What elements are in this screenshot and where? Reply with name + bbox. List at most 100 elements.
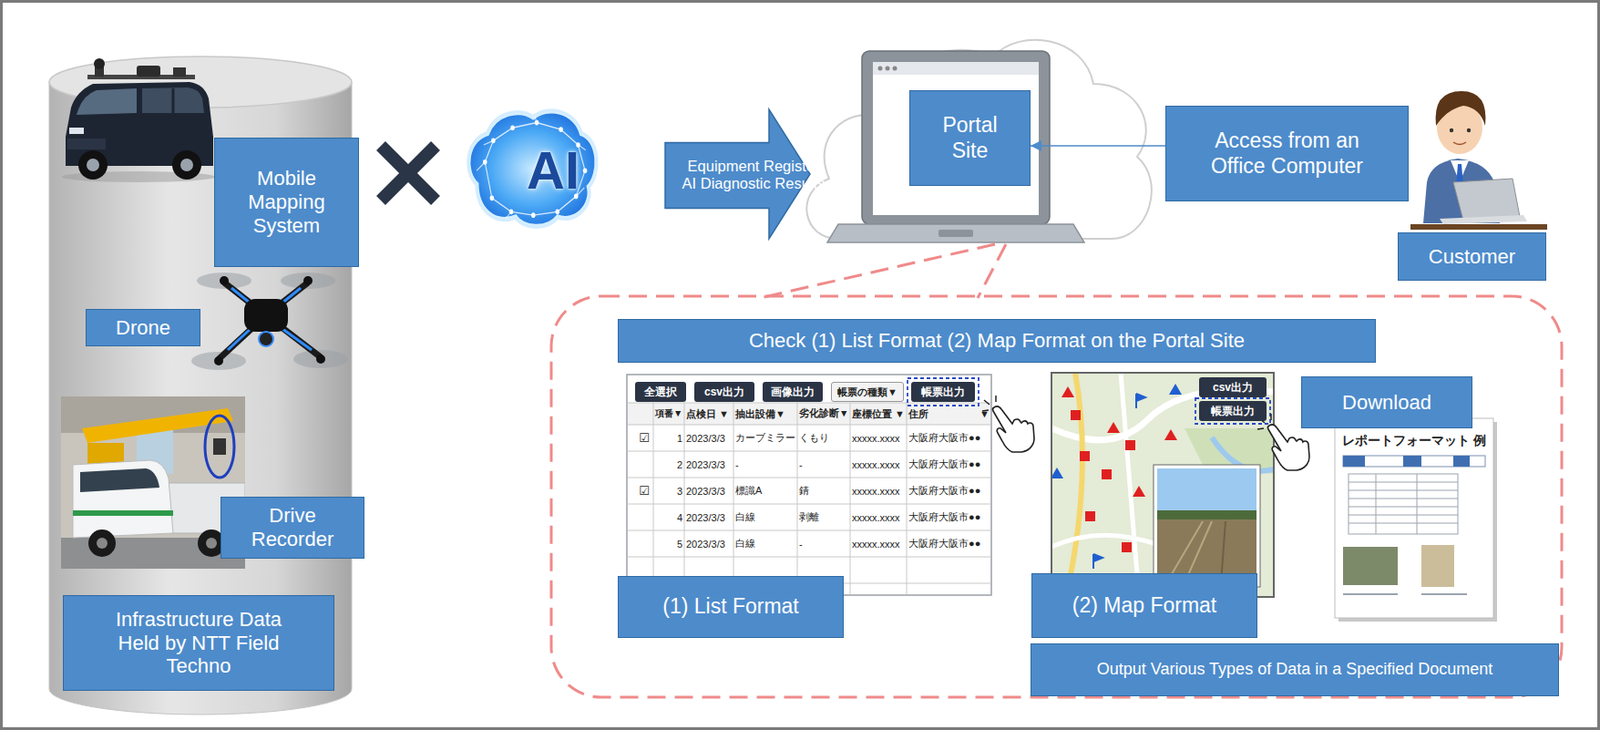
mapping-car [86, 158, 100, 172]
brain-shape [534, 120, 540, 126]
map-screenshot [1169, 383, 1182, 395]
access-box: Access from an Office Computer [1165, 105, 1409, 202]
map-screenshot [1164, 429, 1178, 441]
label-text: 3 [676, 485, 683, 497]
truck-photo [80, 468, 160, 493]
customer-figure [1449, 128, 1454, 133]
report-sample [1453, 455, 1470, 467]
map-button: csv出力 [1199, 377, 1267, 398]
report-sample [1375, 473, 1377, 534]
label-text: csv出力 [704, 384, 745, 400]
node-text: Portal Site [928, 112, 1012, 163]
customer-figure [1435, 91, 1487, 126]
brain-shape [531, 212, 536, 218]
list-screenshot [627, 530, 991, 532]
list-screenshot [627, 503, 991, 505]
map-screenshot [1136, 393, 1146, 409]
report-sample [1343, 593, 1398, 595]
brain-shape [510, 124, 515, 131]
label-text: 座標位置 ▼ [851, 407, 905, 421]
callout-region [977, 244, 1006, 298]
table-cell: 3 [653, 477, 685, 504]
table-cell: - [797, 530, 851, 557]
brain-shape [509, 209, 514, 216]
drone-illustration [303, 276, 313, 286]
label-text: 標識A [735, 483, 762, 498]
report-sample [1348, 514, 1458, 516]
label-text: 帳票出力 [921, 384, 965, 400]
table-cell: 4 [653, 503, 685, 531]
action-label: Download [1301, 376, 1473, 429]
label-text: - [799, 459, 803, 471]
brain-shape [470, 112, 596, 225]
map-screenshot [1079, 451, 1090, 462]
list-screenshot [797, 402, 799, 595]
arrow-shape [665, 109, 811, 239]
table-cell: 2023/3/3 [684, 503, 734, 531]
label-text: xxxxx.xxxx [851, 512, 901, 524]
node-text: Output Various Types of Data in a Specif… [1097, 659, 1494, 679]
label-text: 大阪府大阪市●● [908, 457, 981, 472]
map-screenshot [1153, 464, 1261, 587]
label-text: 全選択 [644, 384, 677, 400]
report-sample [1421, 544, 1455, 587]
table-cell: 白線 [733, 530, 798, 557]
table-header: 点検日 ▼ [684, 402, 734, 425]
label-text: xxxxx.xxxx [851, 538, 901, 550]
portal-box: Portal Site [909, 90, 1031, 186]
label-text: - [735, 459, 739, 471]
table-cell: カーブミラー [733, 424, 798, 452]
map-button: 帳票出力 [1199, 400, 1267, 421]
mapping-car [142, 87, 205, 113]
list-screenshot [626, 374, 992, 595]
toolbar-button: 画像出力 [762, 381, 823, 402]
mapping-car [172, 150, 202, 180]
table-cell: 錆 [797, 477, 851, 504]
laptop [885, 66, 891, 72]
map-screenshot [1051, 372, 1274, 597]
mapping-car [172, 88, 175, 113]
customer-figure [1453, 178, 1520, 221]
label-text: 1 [676, 432, 683, 444]
map-screenshot [1051, 372, 1274, 597]
customer-figure [1453, 142, 1467, 145]
table-cell: xxxxx.xxxx [850, 530, 907, 557]
report-sample [1348, 482, 1458, 483]
label-text: 2023/3/3 [686, 538, 726, 550]
laptop [878, 66, 883, 72]
cloud [806, 40, 1152, 239]
label-text: 2023/3/3 [686, 512, 726, 524]
map-screenshot [1061, 386, 1075, 398]
report-sample [1403, 455, 1422, 467]
view-label: (1) List Format [617, 575, 844, 638]
callout-region [759, 244, 995, 298]
map-screenshot [1051, 467, 1064, 479]
label-text: 劣化診断▼ [799, 407, 849, 421]
table-cell: 白線 [733, 503, 798, 531]
truck-photo [61, 396, 246, 569]
map-screenshot [1051, 372, 1274, 597]
table-cell: 5 [653, 530, 685, 557]
laptop [938, 229, 974, 237]
table-cell: - [733, 451, 798, 478]
map-screenshot [1195, 398, 1271, 424]
laptop [827, 51, 1085, 243]
mapping-car [173, 67, 186, 77]
truck-photo [61, 396, 246, 569]
label-text: 点検日 ▼ [686, 407, 729, 421]
list-screenshot [627, 556, 991, 558]
label-text: 剥離 [799, 510, 820, 524]
map-screenshot [1066, 372, 1083, 597]
ai-brain: AI [457, 102, 649, 240]
customer-figure [1410, 224, 1548, 230]
laptop [892, 66, 898, 72]
label-text: 4 [676, 512, 683, 524]
map-screenshot [1121, 542, 1132, 553]
map-screenshot [1101, 469, 1112, 480]
node-text: Equipment Register [687, 157, 821, 175]
source-box: Drone [85, 308, 201, 347]
storage-label: Infrastructure Data Held by NTT Field Te… [62, 594, 335, 691]
table-header: 座標位置 ▼ [850, 402, 907, 425]
brain-shape [558, 126, 564, 133]
source-box: Drive Recorder [220, 496, 365, 559]
